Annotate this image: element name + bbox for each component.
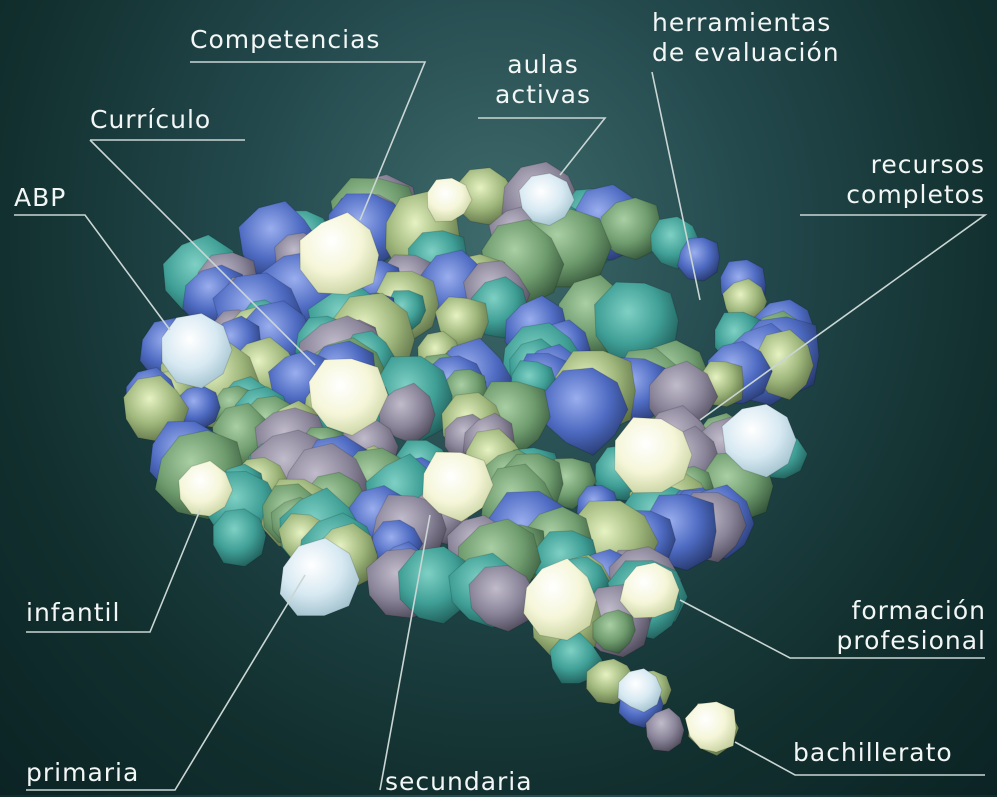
label-recursos-line-2: completos [800, 180, 985, 210]
label-bachillerato-line-1: bachillerato [793, 738, 953, 768]
label-abp: ABP [14, 183, 66, 213]
label-formacion-line-1: formación [790, 596, 986, 626]
label-abp-line-1: ABP [14, 183, 66, 213]
label-formacion-line-2: profesional [790, 626, 986, 656]
label-curriculo-line-1: Currículo [90, 105, 211, 135]
label-infantil: infantil [26, 598, 120, 628]
blob-cluster [124, 162, 819, 756]
label-secundaria-line-1: secundaria [385, 767, 533, 797]
label-primaria: primaria [26, 758, 139, 788]
label-aulas-activas-line-2: activas [478, 80, 608, 110]
label-bachillerato: bachillerato [793, 738, 953, 768]
blob-shape [685, 702, 736, 752]
label-recursos-line-1: recursos [800, 150, 985, 180]
label-secundaria: secundaria [385, 767, 533, 797]
label-aulas-activas: aulas activas [478, 50, 608, 110]
label-herramientas: herramientas de evaluación [652, 8, 840, 68]
label-competencias: Competencias [190, 25, 380, 55]
leader-line [14, 215, 170, 330]
label-curriculo: Currículo [90, 105, 211, 135]
label-infantil-line-1: infantil [26, 598, 120, 628]
label-herramientas-line-2: de evaluación [652, 38, 840, 68]
label-aulas-activas-line-1: aulas [478, 50, 608, 80]
blob-shape [213, 509, 266, 567]
label-herramientas-line-1: herramientas [652, 8, 840, 38]
label-formacion: formación profesional [790, 596, 986, 656]
label-competencias-line-1: Competencias [190, 25, 380, 55]
label-primaria-line-1: primaria [26, 758, 139, 788]
label-recursos: recursos completos [800, 150, 985, 210]
